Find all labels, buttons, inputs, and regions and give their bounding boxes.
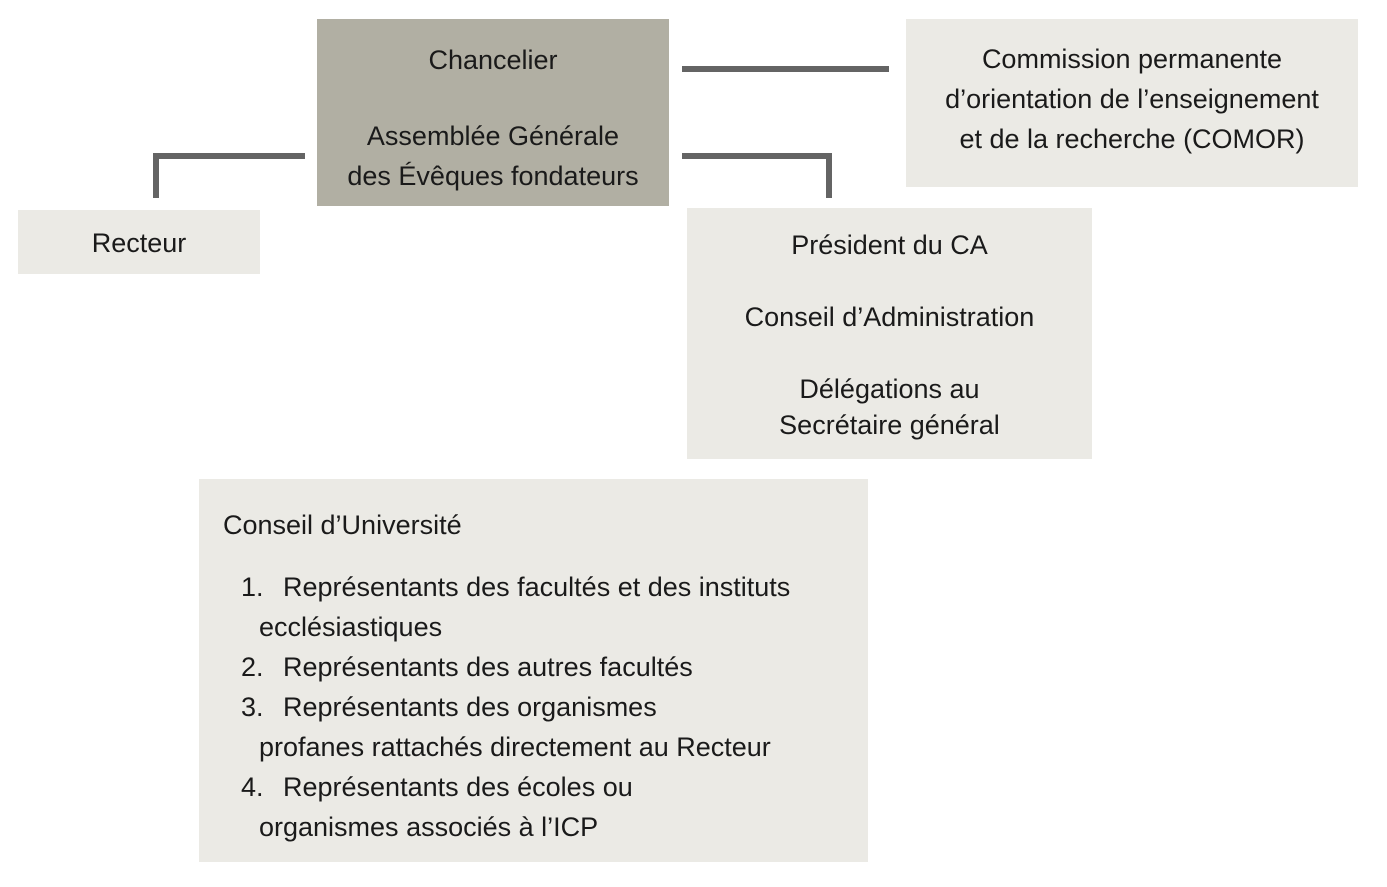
conseil-universite-title: Conseil d’Université xyxy=(223,510,462,540)
spacer xyxy=(687,337,1092,369)
recteur-label: Recteur xyxy=(91,228,187,258)
conseil-universite-box: Conseil d’Université 1. Représentants de… xyxy=(199,479,868,862)
list-item: 4. Représentants des écoles ou organisme… xyxy=(223,767,868,847)
list-item-number: 1. xyxy=(241,572,264,602)
connector-president-vertical xyxy=(826,153,832,198)
spacer xyxy=(687,265,1092,297)
chancelier-title: Chancelier xyxy=(428,45,558,75)
comor-box: Commission permanente d’orientation de l… xyxy=(906,19,1358,187)
comor-line1: Commission permanente xyxy=(981,44,1283,74)
list-item-line1: Représentants des écoles ou xyxy=(283,772,633,802)
president-title: Président du CA xyxy=(791,230,988,260)
assembly-line1: Assemblée Générale xyxy=(366,121,620,151)
council-label: Conseil d’Administration xyxy=(744,302,1035,332)
list-item-line2: profanes rattachés directement au Recteu… xyxy=(259,732,771,762)
president-box: Président du CA Conseil d’Administration… xyxy=(687,208,1092,459)
connector-comor xyxy=(682,66,889,72)
list-item: 3. Représentants des organismes profanes… xyxy=(223,687,868,767)
chancelier-box: Chancelier Assemblée Générale des Évêque… xyxy=(317,19,669,206)
list-item-line1: Représentants des organismes xyxy=(283,692,657,722)
connector-recteur-vertical xyxy=(153,153,159,198)
assembly-line2: des Évêques fondateurs xyxy=(347,161,639,191)
conseil-universite-list: 1. Représentants des facultés et des ins… xyxy=(223,567,868,847)
list-item-line1: Représentants des autres facultés xyxy=(283,652,693,682)
spacer xyxy=(317,80,669,116)
delegation-line2: Secrétaire général xyxy=(779,410,1000,440)
list-item-line2: organismes associés à l’ICP xyxy=(259,812,599,842)
connector-recteur-horizontal xyxy=(153,153,305,159)
list-item-number: 3. xyxy=(241,692,264,722)
list-item-number: 4. xyxy=(241,772,264,802)
list-item: 1. Représentants des facultés et des ins… xyxy=(223,567,868,647)
list-item-line1: Représentants des facultés et des instit… xyxy=(283,572,791,602)
comor-line3: et de la recherche (COMOR) xyxy=(959,124,1305,154)
list-item: 2. Représentants des autres facultés xyxy=(223,647,868,687)
recteur-box: Recteur xyxy=(18,210,260,274)
comor-line2: d’orientation de l’enseignement xyxy=(945,84,1319,114)
delegation-line1: Délégations au xyxy=(799,374,980,404)
connector-president-horizontal xyxy=(682,153,832,159)
list-item-number: 2. xyxy=(241,652,264,682)
list-item-line2: ecclésiastiques xyxy=(259,612,443,642)
